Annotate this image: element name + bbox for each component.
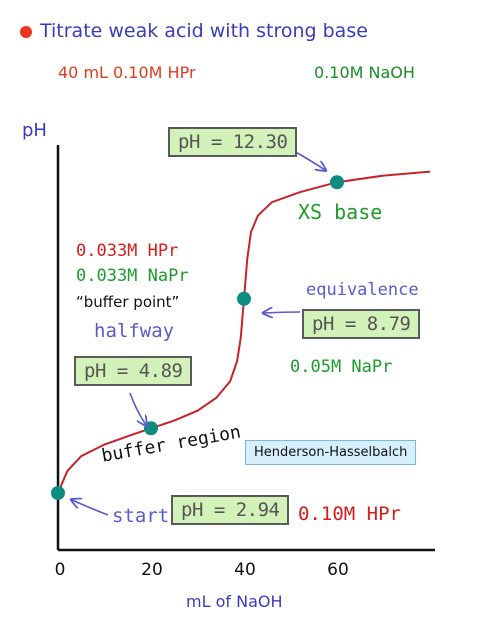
x-axis-label: mL of NaOH: [186, 592, 283, 611]
x-tick-label: 40: [234, 560, 256, 580]
xs-base-label: XS base: [298, 200, 383, 224]
start-ph-box: pH = 2.94: [171, 495, 290, 525]
equivalence-label: equivalence: [306, 280, 419, 300]
arrow-to-start-point: [72, 500, 109, 516]
titration-curve: [57, 170, 431, 494]
data-point-marker: [237, 291, 251, 306]
data-point-marker: [330, 175, 344, 190]
start-label: start: [112, 505, 170, 527]
equivalence-species: 0.05M NaPr: [290, 357, 393, 377]
arrow-to-halfway-point: [129, 392, 146, 425]
data-point-marker: [51, 486, 65, 500]
start-species: 0.10M HPr: [298, 503, 401, 525]
x-tick-label: 20: [141, 560, 163, 580]
data-point-marker: [144, 421, 158, 436]
xs-ph-box: pH = 12.30: [168, 127, 298, 157]
buffer-salt-conc: 0.033M NaPr: [76, 266, 189, 286]
x-tick-label: 0: [54, 560, 66, 580]
equivalence-ph-box: pH = 8.79: [302, 309, 421, 339]
buffer-point-label: “buffer point”: [76, 293, 180, 311]
halfway-ph-box: pH = 4.89: [74, 356, 193, 386]
title-bullet: [20, 26, 32, 38]
x-tick-label: 60: [327, 560, 349, 580]
acid-solution-label: 40 mL 0.10M HPr: [58, 63, 196, 82]
y-axis-label: pH: [22, 120, 47, 141]
buffer-acid-conc: 0.033M HPr: [76, 241, 179, 261]
henderson-hasselbalch-note: Henderson-Hasselbalch: [245, 440, 417, 465]
base-solution-label: 0.10M NaOH: [314, 63, 415, 82]
halfway-label: halfway: [94, 320, 175, 342]
arrow-to-equivalence-point: [264, 312, 301, 313]
chart-title: Titrate weak acid with strong base: [40, 20, 368, 42]
